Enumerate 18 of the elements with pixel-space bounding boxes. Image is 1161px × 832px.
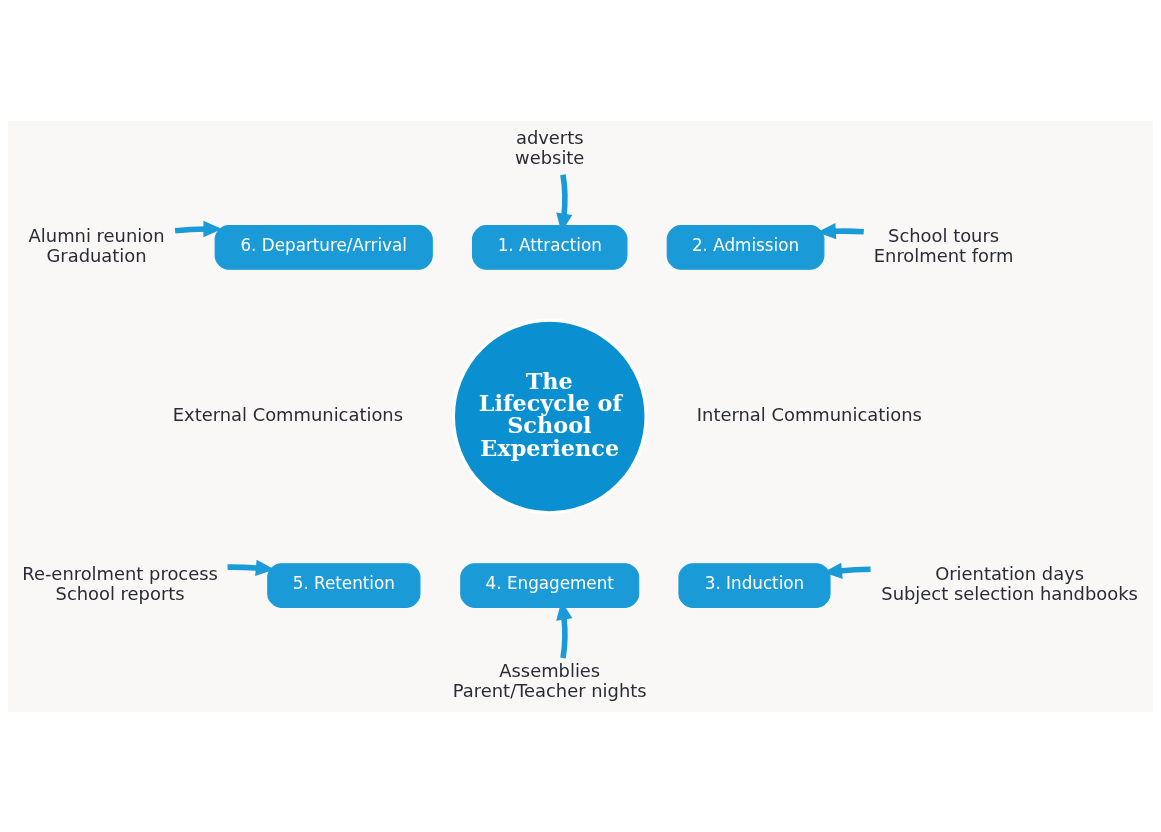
node-box: 1. Attraction xyxy=(471,224,628,270)
label: Internal Communications xyxy=(696,403,922,425)
arrow xyxy=(817,222,864,239)
node-box: 4. Engagement xyxy=(460,562,640,608)
node-text: Orientation days Subject selection handbooks xyxy=(881,562,1138,604)
node-box: 5. Retention xyxy=(267,562,421,608)
node-text: School tours Enrolment form xyxy=(873,224,1014,266)
node-text: adverts website xyxy=(515,126,585,168)
arrow xyxy=(227,559,275,576)
arrow xyxy=(174,220,223,237)
label: External Communications xyxy=(172,403,404,425)
node-text: Alumni reunion Graduation xyxy=(28,224,165,266)
node-box: 6. Departure/Arrival xyxy=(214,224,433,270)
node-box: 2. Admission xyxy=(666,224,825,270)
node-box: 3. Induction xyxy=(678,562,831,608)
node-circle: The Lifecycle of School Experience xyxy=(451,317,648,515)
node-text: Re-enrolment process School reports xyxy=(22,562,218,604)
node-text: Assemblies Parent/Teacher nights xyxy=(452,659,647,701)
